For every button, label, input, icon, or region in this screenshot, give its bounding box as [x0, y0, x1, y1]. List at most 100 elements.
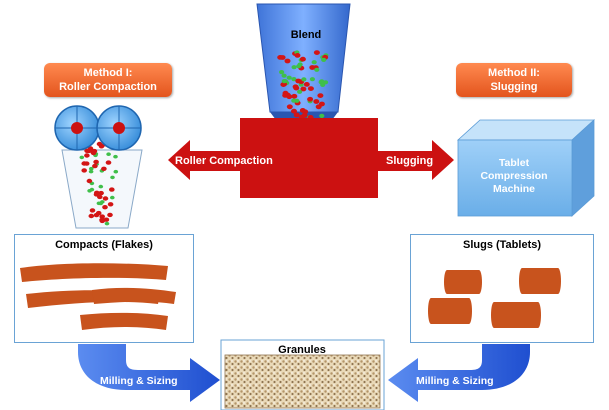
- blend-particle: [297, 89, 303, 94]
- blend-particle: [93, 212, 100, 218]
- blend-particle: [113, 169, 119, 174]
- blend-particle: [300, 86, 307, 92]
- granules-title: Granules: [278, 344, 326, 356]
- roller-compaction-arrow-label: Roller Compaction: [175, 155, 273, 167]
- slugging-arrow-label: Slugging: [386, 155, 433, 167]
- press-block: [240, 118, 378, 198]
- slugs-tablets: [428, 268, 561, 328]
- blend-particle: [102, 196, 109, 201]
- milling-arrow-left: [78, 344, 220, 402]
- machine-label-line3: Machine: [493, 183, 535, 195]
- blend-particle: [89, 208, 96, 213]
- milling-label-right: Milling & Sizing: [416, 375, 494, 387]
- blend-particle: [101, 166, 107, 171]
- blend-particle: [110, 175, 115, 180]
- milling-arrow-right: [388, 344, 530, 402]
- milling-label-left: Milling & Sizing: [100, 375, 178, 387]
- blend-particle: [98, 184, 104, 189]
- method-two-badge: Method II: Slugging: [456, 63, 572, 97]
- blend-particle: [301, 112, 308, 118]
- blend-particle: [86, 178, 93, 184]
- blend-particle: [99, 214, 105, 219]
- blend-particle: [309, 77, 315, 82]
- blend-particle: [286, 104, 293, 110]
- blend-particle: [307, 96, 314, 102]
- blend-particle: [293, 112, 300, 118]
- blend-particle: [281, 81, 287, 87]
- machine-label-line1: Tablet: [499, 157, 530, 169]
- blend-particle: [89, 187, 95, 192]
- blend-particle: [291, 77, 297, 82]
- blend-particle: [90, 150, 97, 156]
- blend-particle: [93, 192, 100, 197]
- blend-particle: [93, 159, 99, 165]
- blend-particles: [277, 50, 329, 120]
- blend-particle: [299, 56, 306, 62]
- blend-particle: [319, 113, 325, 118]
- blend-particle: [294, 98, 300, 103]
- method-two-line1: Method II:: [488, 67, 540, 79]
- blend-particle: [296, 64, 302, 69]
- blend-particle: [84, 153, 90, 158]
- blend-particle: [104, 221, 110, 226]
- blend-hopper: [256, 3, 351, 120]
- blend-particle: [319, 79, 325, 84]
- blend-particle: [107, 212, 113, 218]
- blend-particle: [291, 93, 298, 99]
- blend-particle: [284, 58, 291, 64]
- blend-particle: [96, 141, 103, 147]
- machine-label-line2: Compression: [480, 170, 547, 182]
- granules-texture: [224, 354, 381, 409]
- blend-particle: [88, 213, 95, 219]
- blend-particle: [292, 84, 299, 90]
- tablet-compression-machine: [456, 119, 596, 217]
- blend-particle: [323, 80, 329, 85]
- method-one-line2: Roller Compaction: [59, 81, 157, 93]
- slugging-arrow: [374, 140, 454, 180]
- slugs-title: Slugs (Tablets): [462, 239, 542, 251]
- roller-compaction-arrow: [168, 140, 245, 180]
- blend-particle: [314, 67, 320, 72]
- blend-particle: [279, 55, 286, 60]
- compacts-title: Compacts (Flakes): [55, 239, 153, 251]
- blend-particle: [303, 82, 310, 87]
- method-one-line1: Method I:: [83, 67, 133, 79]
- blend-particle: [98, 201, 103, 206]
- compacts-flakes: [20, 263, 176, 330]
- blend-particle: [83, 161, 90, 166]
- right-roller: [96, 105, 142, 151]
- blend-particle: [79, 155, 85, 160]
- method-one-badge: Method I: Roller Compaction: [44, 63, 172, 97]
- slugs-box: Slugs (Tablets): [410, 234, 594, 343]
- blend-particle: [291, 108, 297, 114]
- blend-particle: [281, 79, 287, 84]
- blend-particle: [321, 57, 327, 63]
- blend-particle: [317, 93, 324, 98]
- blend-particle: [301, 77, 307, 82]
- blend-particle: [98, 190, 104, 196]
- blend-particle: [313, 50, 320, 55]
- blend-label: Blend: [291, 29, 322, 41]
- blend-particle: [295, 78, 302, 84]
- blend-particle: [318, 101, 325, 107]
- blend-particle: [281, 73, 287, 78]
- blend-particle: [291, 65, 297, 70]
- blend-particle: [105, 160, 112, 165]
- blend-particle: [279, 70, 285, 75]
- blend-particle: [106, 152, 111, 156]
- blend-particle: [282, 90, 289, 96]
- blend-particle: [311, 60, 317, 65]
- blend-particle: [313, 99, 320, 104]
- blend-particle: [102, 205, 108, 210]
- blend-particle: [286, 94, 293, 100]
- blend-particle: [107, 202, 114, 207]
- blend-particle: [294, 53, 301, 58]
- blend-particle: [110, 195, 115, 200]
- funnel-particles: [79, 141, 119, 226]
- blend-particle: [302, 109, 309, 115]
- blend-particle: [87, 146, 94, 151]
- blend-particle: [286, 75, 292, 80]
- blend-particle: [99, 217, 105, 223]
